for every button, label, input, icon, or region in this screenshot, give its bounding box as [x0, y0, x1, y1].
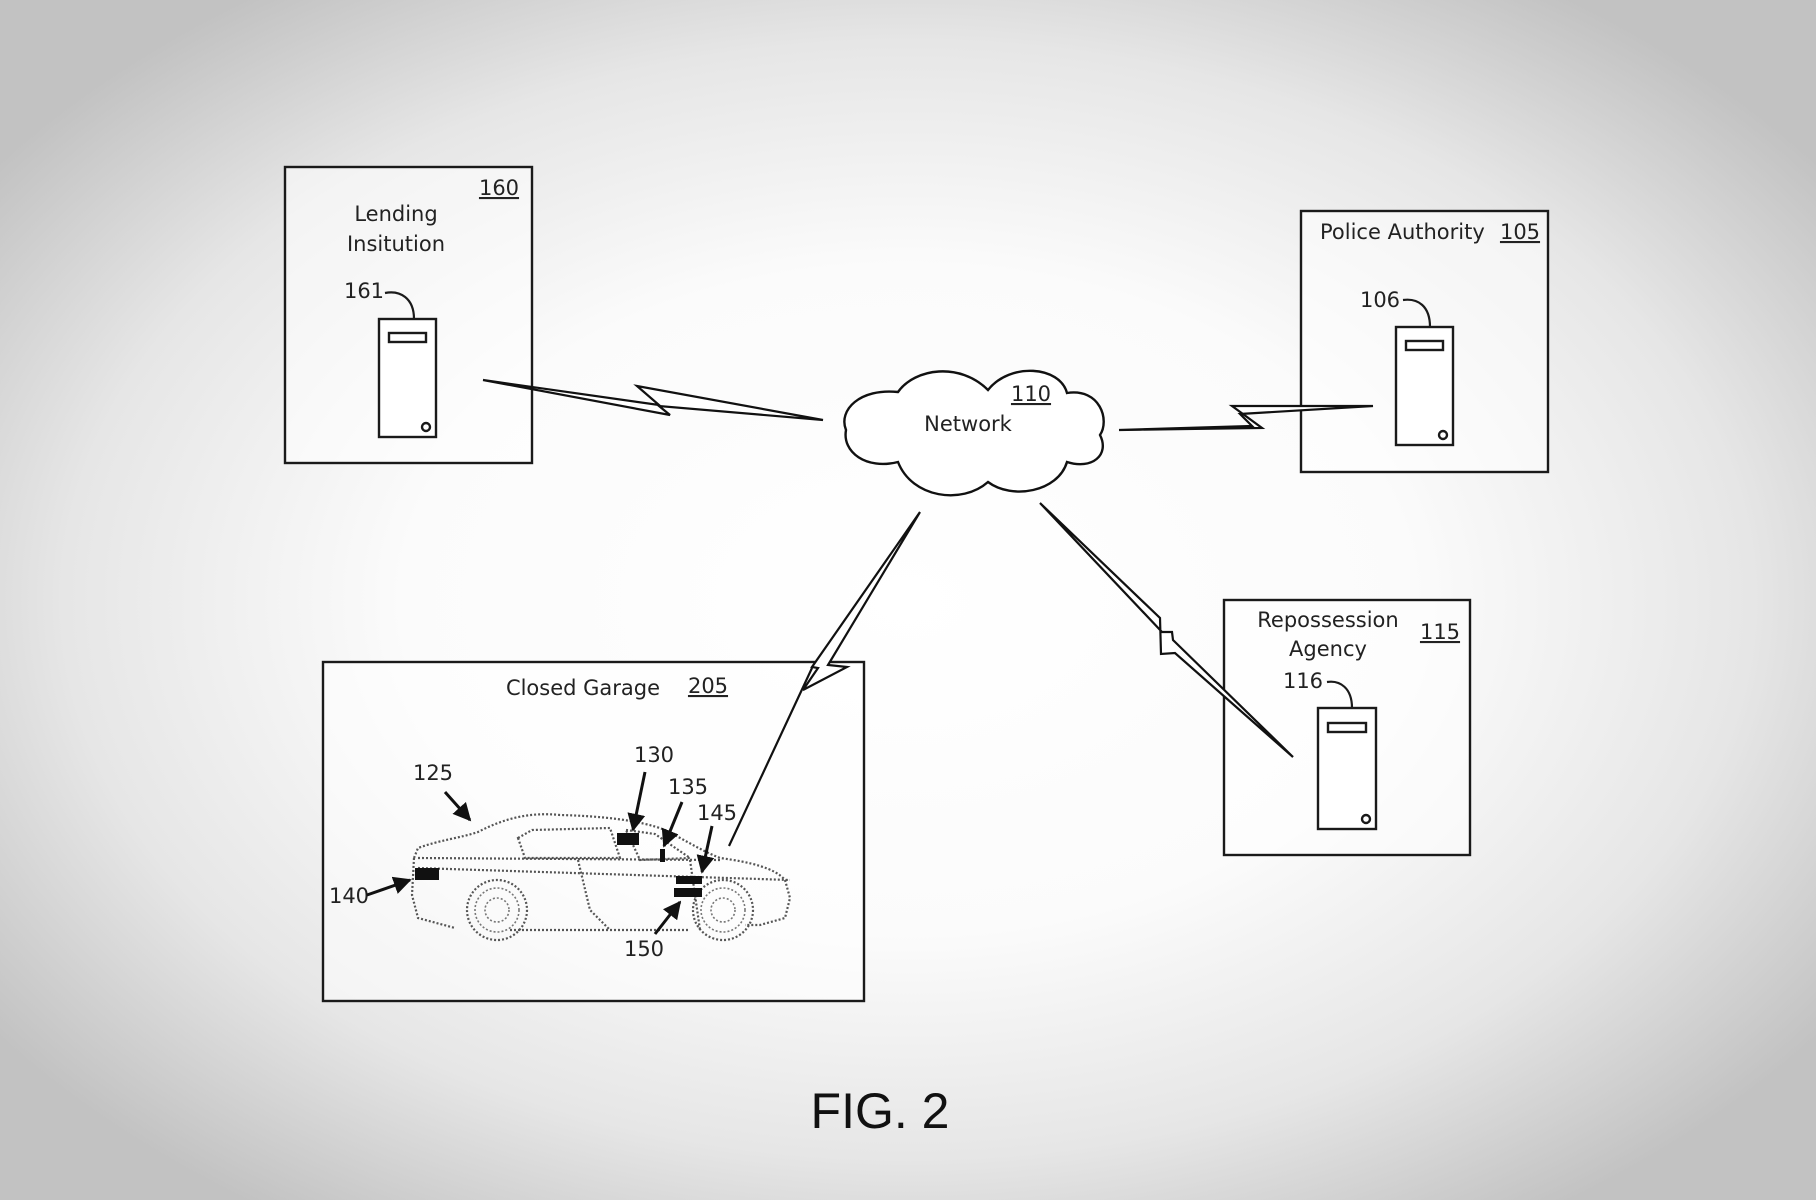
closed-garage-node[interactable]: Closed Garage 205	[321, 660, 866, 1003]
repossession-agency-ref: 115	[1420, 620, 1460, 644]
closed-garage-title: Closed Garage	[506, 676, 660, 700]
component-150-device	[674, 888, 702, 897]
lending-server-leader	[384, 291, 416, 320]
cloud-icon	[843, 369, 1105, 497]
component-150-arrow	[653, 900, 682, 935]
vehicle-ref: 125	[413, 761, 453, 785]
police-authority-node[interactable]: Police Authority 105 106	[1299, 209, 1550, 474]
component-140-device	[415, 868, 439, 880]
component-135-device	[660, 849, 665, 862]
component-130-device	[617, 833, 639, 845]
police-server-leader	[1402, 298, 1432, 328]
figure-caption: FIG. 2	[811, 1083, 950, 1139]
link-network-garage	[728, 511, 921, 847]
link-network-repossession	[1039, 502, 1294, 758]
lending-institution-title-line1: Lending	[354, 202, 437, 226]
repossession-server-ref: 116	[1283, 669, 1323, 693]
police-authority-ref: 105	[1500, 220, 1540, 244]
network-title: Network	[924, 412, 1013, 436]
network-node[interactable]: 110 Network	[843, 369, 1105, 497]
component-135-arrow	[661, 801, 684, 848]
repossession-agency-title-line2: Agency	[1289, 637, 1367, 661]
component-135-ref: 135	[668, 775, 708, 799]
component-130-ref: 130	[634, 743, 674, 767]
component-130-arrow	[627, 771, 647, 832]
network-ref: 110	[1011, 382, 1051, 406]
link-lending-network	[482, 378, 824, 422]
server-icon	[1316, 706, 1378, 831]
lending-institution-node[interactable]: 160 Lending Insitution 161	[283, 165, 534, 465]
repossession-agency-title-line1: Repossession	[1257, 608, 1398, 632]
repossession-server-leader	[1326, 680, 1354, 709]
component-145-device	[676, 876, 702, 884]
component-150-ref: 150	[624, 937, 664, 961]
lending-institution-ref: 160	[479, 176, 519, 200]
repossession-agency-node[interactable]: Repossession Agency 115 116	[1222, 598, 1472, 857]
police-authority-title: Police Authority	[1320, 220, 1485, 244]
vehicle-ref-arrow	[443, 791, 472, 822]
server-icon	[377, 317, 438, 439]
closed-garage-ref: 205	[688, 674, 728, 698]
server-icon	[1394, 325, 1455, 447]
closed-garage-box	[321, 660, 866, 1003]
component-145-arrow	[696, 825, 715, 874]
component-140-ref: 140	[329, 884, 369, 908]
link-network-police	[1118, 404, 1374, 432]
police-server-ref: 106	[1360, 288, 1400, 312]
vehicle[interactable]: 125 130 135 140 145 150	[329, 743, 792, 961]
rear-wheel	[465, 878, 529, 942]
component-140-arrow	[366, 876, 412, 897]
component-145-ref: 145	[697, 801, 737, 825]
front-wheel	[691, 878, 755, 942]
lending-server-ref: 161	[344, 279, 384, 303]
lending-institution-title-line2: Insitution	[347, 232, 445, 256]
